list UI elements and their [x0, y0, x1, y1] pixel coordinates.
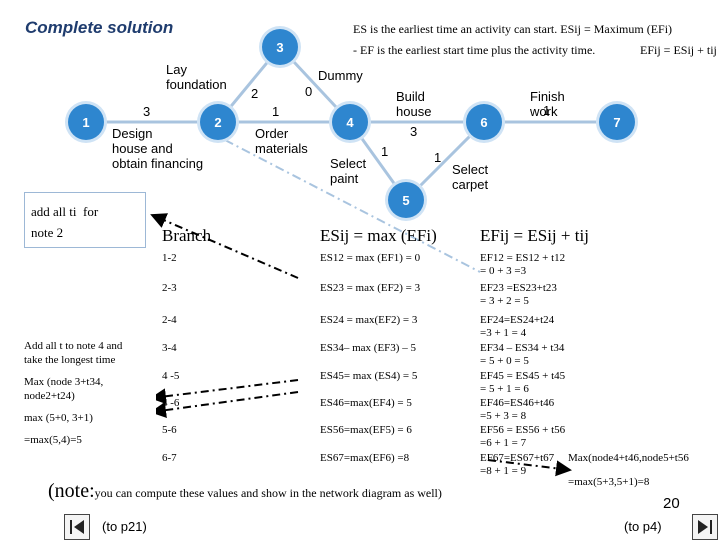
- label-select-carpet: Select carpet: [452, 162, 489, 192]
- note4-line5: max (5+0, 3+1): [24, 412, 93, 424]
- ef-formula: EFij = ESij + tij: [640, 43, 717, 57]
- note4-line1: Add all t to note 4 and: [24, 340, 123, 352]
- row-es: ES12 = max (EF1) = 0: [320, 252, 421, 264]
- node-4: 4: [332, 104, 368, 140]
- page-number: 20: [663, 495, 680, 512]
- row-es: ES23 = max (EF2) = 3: [320, 282, 421, 294]
- skip-forward-icon: [698, 520, 712, 534]
- prev-page-link[interactable]: (to p21): [102, 519, 147, 534]
- row-ef-result: =3 + 1 = 4: [480, 327, 527, 339]
- arrow-note4-a: [150, 379, 299, 405]
- row-ef: EF24=ES24+t24: [480, 314, 555, 326]
- next-page-link[interactable]: (to p4): [624, 519, 662, 534]
- node-6: 6: [466, 104, 502, 140]
- es-definition: ES is the earliest time an activity can …: [353, 22, 673, 36]
- note4-panel: Add all t to note 4 and take the longest…: [18, 333, 156, 450]
- col-header-ef: EFij = ESij + tij: [480, 226, 589, 245]
- row-ef: EF46=ES46+t46: [480, 397, 555, 409]
- ef-definition: - EF is the earliest start time plus the…: [353, 43, 596, 57]
- label-lay-foundation: Lay foundation: [166, 62, 227, 92]
- row-ef-result: = 5 + 1 = 6: [480, 383, 529, 395]
- footer-note-text: you can compute these values and show in…: [94, 486, 442, 500]
- row-branch: 1-2: [162, 252, 177, 264]
- weight-2-3: 2: [251, 86, 259, 101]
- note2-box: add all ti for note 2: [24, 192, 146, 248]
- row-branch: 6-7: [162, 452, 177, 464]
- row-es: ES34– max (EF3) – 5: [320, 342, 416, 354]
- node-3: 3: [262, 29, 298, 65]
- row-branch: 2-4: [162, 314, 177, 326]
- row-branch: 4 -6: [162, 397, 180, 409]
- weight-4-5: 1: [381, 144, 389, 159]
- arrow-note4-b: [150, 391, 299, 419]
- footer-note: (note:you can compute these values and s…: [48, 480, 442, 503]
- row-ef-result: =8 + 1 = 9: [480, 465, 527, 477]
- col-header-es: ESij = max (EFi): [320, 226, 437, 245]
- row-ef: EF23 =ES23+t23: [480, 282, 557, 294]
- label-build-house: Build house: [396, 89, 432, 119]
- note4-line3: Max (node 3+t34,: [24, 376, 104, 388]
- row-ef-result: = 0 + 3 =3: [480, 265, 527, 277]
- skip-back-icon: [70, 520, 84, 534]
- arrow-note6: [487, 459, 572, 477]
- note4-line2: take the longest time: [24, 354, 116, 366]
- node-7: 7: [599, 104, 635, 140]
- note6-line2: =max(5+3,5+1)=8: [568, 476, 650, 488]
- row-ef: EF12 = ES12 + t12: [480, 252, 566, 264]
- row-ef: EF34 – ES34 + t34: [480, 342, 565, 354]
- label-order-materials: Order materials: [255, 126, 308, 156]
- footer-note-prefix: (note:: [48, 480, 95, 502]
- col-header-branch: Branch: [162, 226, 212, 245]
- slide-title: Complete solution: [25, 18, 174, 37]
- node-1: 1: [68, 104, 104, 140]
- weight-3-4: 0: [305, 84, 313, 99]
- label-select-paint: Select paint: [330, 156, 367, 186]
- row-ef: EF45 = ES45 + t45: [480, 370, 566, 382]
- row-es: ES67=max(EF6) =8: [320, 452, 410, 464]
- row-branch: 3-4: [162, 342, 177, 354]
- weight-4-6: 3: [410, 124, 418, 139]
- note6-line1: Max(node4+t46,node5+t56: [568, 452, 689, 464]
- arrow-note2: [150, 213, 299, 279]
- row-es: ES46=max(EF4) = 5: [320, 397, 412, 409]
- row-ef-result: =6 + 1 = 7: [480, 437, 527, 449]
- label-finish-work: Finish work: [530, 89, 565, 119]
- row-es: ES24 = max(EF2) = 3: [320, 314, 418, 326]
- row-branch: 4 -5: [162, 370, 180, 382]
- weight-2-4: 1: [272, 104, 280, 119]
- row-branch: 2-3: [162, 282, 177, 294]
- row-branch: 5-6: [162, 424, 177, 436]
- row-es: ES56=max(EF5) = 6: [320, 424, 412, 436]
- row-es: ES45= max (ES4) = 5: [320, 370, 418, 382]
- node-2: 2: [200, 104, 236, 140]
- node-5: 5: [388, 182, 424, 218]
- label-design: Design house and obtain financing: [112, 126, 204, 171]
- prev-nav-button[interactable]: [64, 514, 90, 540]
- weight-1-2: 3: [143, 104, 151, 119]
- next-nav-button[interactable]: [692, 514, 718, 540]
- weight-6-7: 1: [543, 103, 551, 118]
- row-ef-result: = 5 + 0 = 5: [480, 355, 529, 367]
- row-ef-result: =5 + 3 = 8: [480, 410, 527, 422]
- note4-line6: =max(5,4)=5: [24, 434, 82, 446]
- row-ef: EF67=ES67+t67: [480, 452, 555, 464]
- weight-5-6: 1: [434, 150, 442, 165]
- note4-line4: node2+t24): [24, 390, 75, 402]
- row-ef-result: = 3 + 2 = 5: [480, 295, 529, 307]
- label-dummy: Dummy: [318, 68, 363, 83]
- row-ef: EF56 = ES56 + t56: [480, 424, 566, 436]
